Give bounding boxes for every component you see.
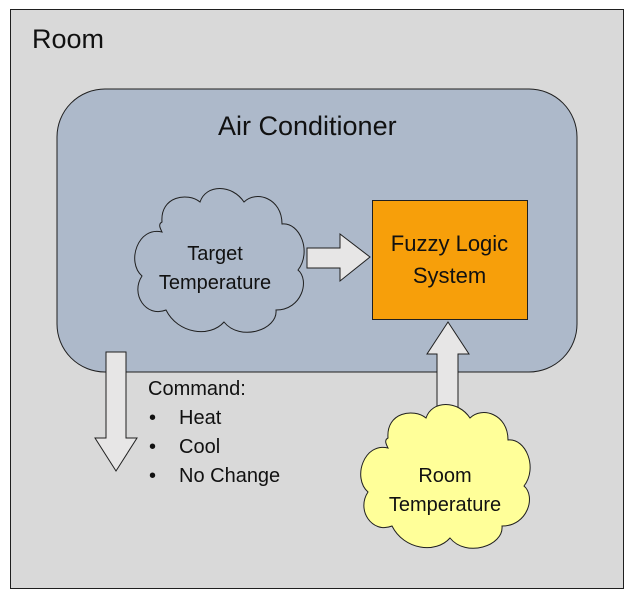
room-temperature-line-2: Temperature bbox=[388, 494, 502, 516]
room-label: Room bbox=[32, 24, 105, 54]
fuzzy-logic-line-2: System bbox=[412, 263, 487, 288]
fuzzy-logic-label: Fuzzy Logic System bbox=[372, 228, 527, 292]
target-temperature-line-2: Temperature bbox=[158, 272, 272, 294]
command-item-cool: Cool bbox=[148, 433, 280, 462]
command-item-heat: Heat bbox=[148, 404, 280, 433]
target-temperature-label: Target Temperature bbox=[142, 240, 288, 298]
room-to-fuzzy-arrow bbox=[426, 321, 470, 411]
room-temperature-label: Room Temperature bbox=[372, 462, 518, 520]
target-temperature-line-1: Target bbox=[187, 243, 243, 265]
command-title: Command: bbox=[148, 378, 246, 400]
target-to-fuzzy-arrow bbox=[306, 232, 371, 283]
fuzzy-logic-box bbox=[372, 200, 528, 320]
command-output-arrow bbox=[94, 351, 138, 472]
room-temperature-cloud bbox=[360, 404, 531, 549]
command-list: Heat Cool No Change bbox=[148, 404, 280, 491]
command-block: Command: Heat Cool No Change bbox=[148, 375, 280, 491]
fuzzy-logic-line-1: Fuzzy Logic bbox=[390, 231, 509, 256]
air-conditioner-label: Air Conditioner bbox=[218, 111, 397, 141]
command-item-no-change: No Change bbox=[148, 462, 280, 491]
room-temperature-line-1: Room bbox=[418, 465, 472, 487]
target-temperature-cloud bbox=[134, 188, 305, 333]
